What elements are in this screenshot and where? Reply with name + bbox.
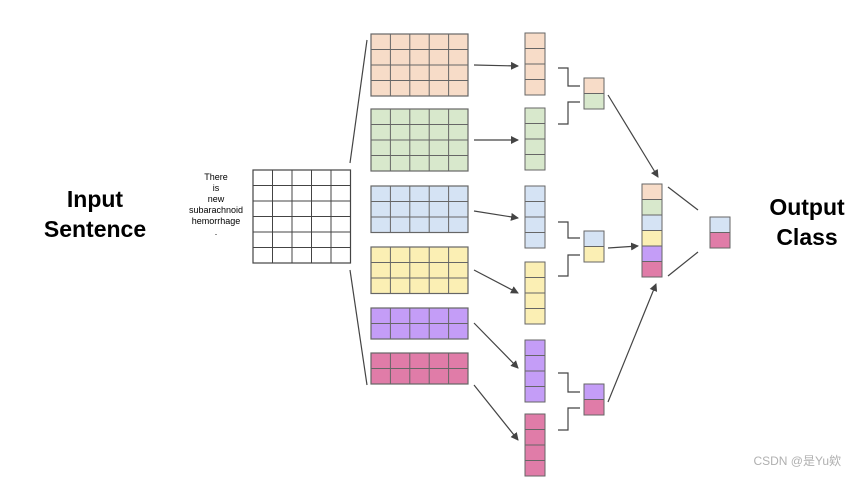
concat-to-output-line (667, 186, 699, 211)
feature-map-purple-cell (524, 355, 546, 372)
sentence-word: There (204, 172, 228, 182)
sentence-word: hemorrhage (191, 216, 241, 226)
arrow-filter-to-map (473, 322, 519, 369)
concat-vector-cell (641, 245, 663, 262)
fan-line-top (349, 39, 368, 164)
feature-map-yellow-cell (524, 308, 546, 325)
pool-bracket (558, 67, 580, 87)
arrow-filter-to-map (473, 210, 519, 221)
watermark: CSDN @是Yu欸 (753, 454, 841, 468)
concat-vector-cell (641, 199, 663, 216)
input-label-line2: Sentence (43, 216, 147, 242)
pooled-pair-1-cell (583, 230, 605, 247)
feature-map-yellow-cell (524, 277, 546, 294)
sentence-word: new (207, 194, 225, 204)
sentence-words: There is new subarachnoid hemorrhage . (176, 172, 256, 238)
pool-bracket (558, 372, 580, 393)
output-vector-cell (709, 216, 731, 233)
fan-line-bottom (349, 269, 368, 386)
concat-vector-cell (641, 230, 663, 247)
arrow-filter-to-map (473, 384, 519, 441)
concat-vector-cell (641, 183, 663, 200)
output-label-line2: Class (776, 224, 838, 250)
arrow-filter-to-map (473, 269, 519, 294)
feature-map-purple-cell (524, 386, 546, 403)
feature-map-green-cell (524, 107, 546, 124)
arrow-filter-to-map (473, 61, 519, 70)
sentence-word: . (214, 227, 218, 237)
feature-map-yellow-cell (524, 261, 546, 278)
feature-map-purple-cell (524, 370, 546, 387)
pool-bracket (558, 407, 580, 431)
sentence-word: is (212, 183, 220, 193)
concat-vector-cell (641, 261, 663, 278)
concat-to-output-line (667, 251, 699, 277)
feature-map-green-cell (524, 138, 546, 155)
feature-map-orange-cell (524, 79, 546, 96)
arrow-pair-to-concat (607, 283, 658, 403)
output-label-line1: Output (769, 194, 845, 220)
sentence-word: subarachnoid (188, 205, 244, 215)
feature-map-blue-cell (524, 232, 546, 249)
arrow-pair-to-concat (607, 242, 639, 251)
feature-map-pink-cell (524, 429, 546, 446)
conv-filter-blue (370, 185, 469, 234)
output-vector-cell (709, 232, 731, 249)
feature-map-pink-cell (524, 444, 546, 461)
pooled-pair-0-cell (583, 77, 605, 94)
pool-bracket (558, 221, 580, 239)
feature-map-orange-cell (524, 32, 546, 49)
conv-filter-yellow (370, 246, 469, 295)
feature-map-blue-cell (524, 216, 546, 233)
feature-map-yellow-cell (524, 292, 546, 309)
feature-map-blue-cell (524, 185, 546, 202)
feature-map-blue-cell (524, 201, 546, 218)
pooled-pair-0-cell (583, 93, 605, 110)
feature-map-orange-cell (524, 63, 546, 80)
concat-vector-cell (641, 214, 663, 231)
output-class-label: Output Class (752, 192, 855, 252)
pooled-pair-2-cell (583, 383, 605, 400)
feature-map-orange-cell (524, 48, 546, 65)
feature-map-purple-cell (524, 339, 546, 356)
pooled-pair-2-cell (583, 399, 605, 416)
feature-map-green-cell (524, 154, 546, 171)
feature-map-pink-cell (524, 460, 546, 477)
feature-map-pink-cell (524, 413, 546, 430)
pooled-pair-1-cell (583, 246, 605, 263)
pool-bracket (558, 101, 580, 125)
arrow-pair-to-concat (607, 94, 659, 178)
feature-map-green-cell (524, 123, 546, 140)
pool-bracket (558, 254, 580, 277)
input-label-line1: Input (66, 186, 124, 212)
input-sentence-label: Input Sentence (20, 184, 170, 244)
